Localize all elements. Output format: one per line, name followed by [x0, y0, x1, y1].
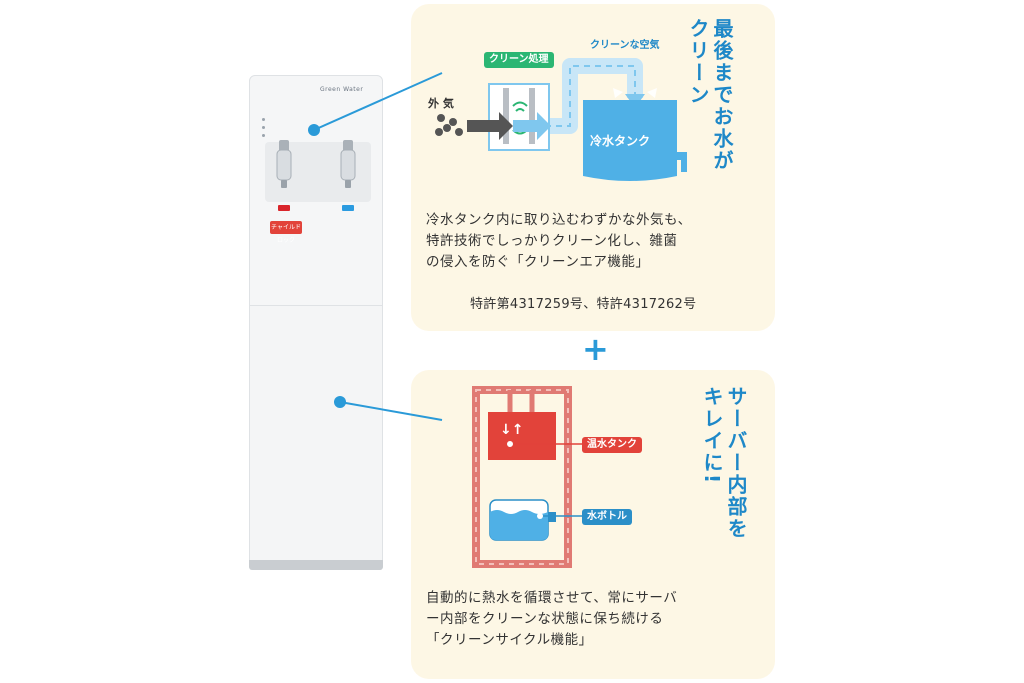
clean-air-label: クリーンな空気 — [590, 40, 660, 51]
clean-air-description: 冷水タンク内に取り込むわずかな外気も、 特許技術でしっかりクリーン化し、雑菌 の… — [426, 210, 766, 273]
water-bottle-label: 水ボトル — [582, 509, 632, 525]
indicator-light — [262, 134, 265, 137]
description-line: 「クリーンサイクル機能」 — [426, 631, 593, 648]
clean-air-title: 最後までお水がクリーン — [686, 18, 734, 172]
description-line: ー内部をクリーンな状態に保ち続ける — [426, 610, 664, 627]
patent-numbers: 特許第4317259号、特許4317262号 — [470, 297, 697, 312]
description-line: 特許技術でしっかりクリーン化し、雑菌 — [426, 232, 678, 249]
connector-lines — [308, 72, 443, 421]
plus-sign: + — [582, 330, 609, 368]
clean-cycle-diagram: ↓↑ — [472, 386, 582, 568]
description-line: 冷水タンク内に取り込むわずかな外気も、 — [426, 212, 692, 228]
clean-air-diagram — [435, 58, 687, 181]
hot-water-tap — [276, 140, 292, 188]
cold-water-tap — [340, 140, 356, 188]
child-lock-badge: チャイルドロック — [270, 221, 302, 244]
description-line: 自動的に熱水を循環させて、常にサーバ — [426, 590, 678, 606]
water-server-base — [249, 560, 383, 570]
indicator-light — [262, 118, 265, 121]
hot-indicator — [278, 205, 290, 211]
description-line: の侵入を防ぐ「クリーンエア機能」 — [426, 253, 650, 270]
clean-cycle-title: サーバー内部をキレイに! — [700, 386, 748, 540]
server-brand-label: Green Water — [320, 86, 364, 93]
cold-tank-label: 冷水タンク — [590, 134, 651, 148]
svg-text:↓↑: ↓↑ — [500, 422, 523, 438]
clean-cycle-description: 自動的に熱水を循環させて、常にサーバ ー内部をクリーンな状態に保ち続ける 「クリ… — [426, 588, 766, 651]
cold-indicator — [342, 205, 354, 211]
outside-air-label: 外 気 — [428, 97, 454, 110]
water-server-lower — [249, 305, 383, 563]
clean-process-label: クリーン処理 — [484, 52, 554, 68]
hot-tank-label: 温水タンク — [582, 437, 642, 453]
indicator-light — [262, 126, 265, 129]
